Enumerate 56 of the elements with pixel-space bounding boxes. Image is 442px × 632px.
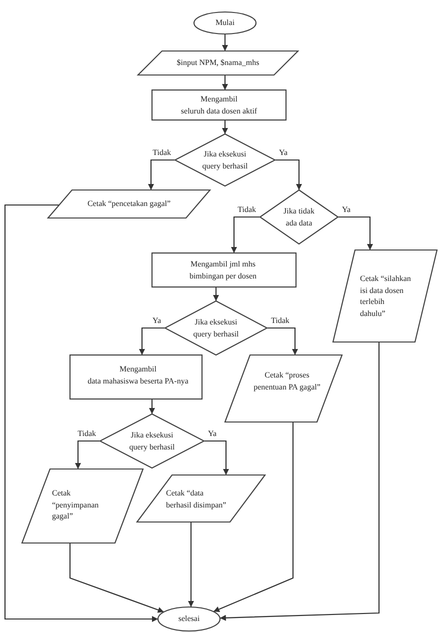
- flow-arrow: [75, 440, 100, 469]
- process-box: [152, 90, 286, 120]
- flow-arrow: [188, 522, 194, 608]
- flow-arrow: [222, 120, 228, 134]
- flow-arrow: [148, 159, 175, 190]
- data-parallelogram: [138, 51, 298, 75]
- edge-label: Tidak: [236, 206, 257, 214]
- terminal-oval: [158, 607, 220, 631]
- process-box: [70, 355, 202, 399]
- flow-arrow: [213, 422, 294, 612]
- node-text: Cetak “data berhasil disimpan”: [166, 487, 226, 511]
- node-text: Jika eksekusi query berhasil: [193, 316, 239, 340]
- node-text: Cetak “penyimpanan gagal”: [52, 488, 99, 522]
- flow-arrow: [222, 34, 228, 51]
- node-text: Cetak “pencetakan gagal”: [87, 198, 171, 210]
- flow-arrow: [149, 399, 155, 414]
- decision-diamond: [260, 190, 338, 244]
- process-box: [152, 253, 296, 287]
- flow-arrow: [338, 216, 373, 250]
- node-text: Jika tidak ada data: [284, 205, 314, 229]
- data-parallelogram: [225, 355, 342, 422]
- flow-arrow: [4, 204, 158, 622]
- node-text: Cetak “silahkan isi data dosen terlebih dahulu”: [360, 272, 411, 320]
- decision-diamond: [175, 134, 275, 186]
- flow-arrow: [222, 75, 228, 90]
- edge-label: Ya: [151, 317, 162, 325]
- node-text: Mulai: [215, 17, 235, 29]
- edge-label: Tidak: [76, 430, 97, 438]
- flow-arrow: [213, 287, 219, 301]
- edge-label: Ya: [278, 149, 289, 157]
- node-text: Jika eksekusi query berhasil: [202, 148, 248, 172]
- data-parallelogram: [137, 475, 265, 522]
- data-parallelogram: [48, 190, 210, 218]
- edge-label: Tidak: [152, 149, 172, 157]
- decision-diamond: [100, 414, 204, 468]
- data-parallelogram: [22, 469, 143, 543]
- node-text: Jika eksekusi query berhasil: [129, 429, 175, 453]
- node-text: selesai: [178, 613, 200, 625]
- terminal-oval: [194, 12, 256, 34]
- decision-diamond: [165, 301, 267, 355]
- flow-arrow: [69, 543, 164, 613]
- edge-label: Tidak: [270, 317, 290, 325]
- flow-arrow: [220, 342, 380, 621]
- flow-arrow: [204, 440, 229, 475]
- node-text: $input NPM, $nama_mhs: [176, 57, 260, 69]
- node-text: Mengambil seluruh data dosen aktif: [180, 93, 258, 117]
- node-text: Mengambil data mahasiswa beserta PA-nya: [88, 363, 188, 387]
- flow-arrow: [139, 327, 165, 355]
- flow-arrow: [275, 159, 302, 190]
- data-parallelogram: [333, 250, 437, 342]
- flow-arrow: [267, 327, 298, 355]
- node-text: Cetak “proses penentuan PA gagal”: [254, 369, 320, 393]
- node-text: Mengambil jml mhs bimbingan per dosen: [189, 258, 257, 282]
- flow-arrow: [231, 216, 260, 253]
- edge-label: Ya: [207, 430, 218, 438]
- edge-label: Ya: [341, 206, 352, 214]
